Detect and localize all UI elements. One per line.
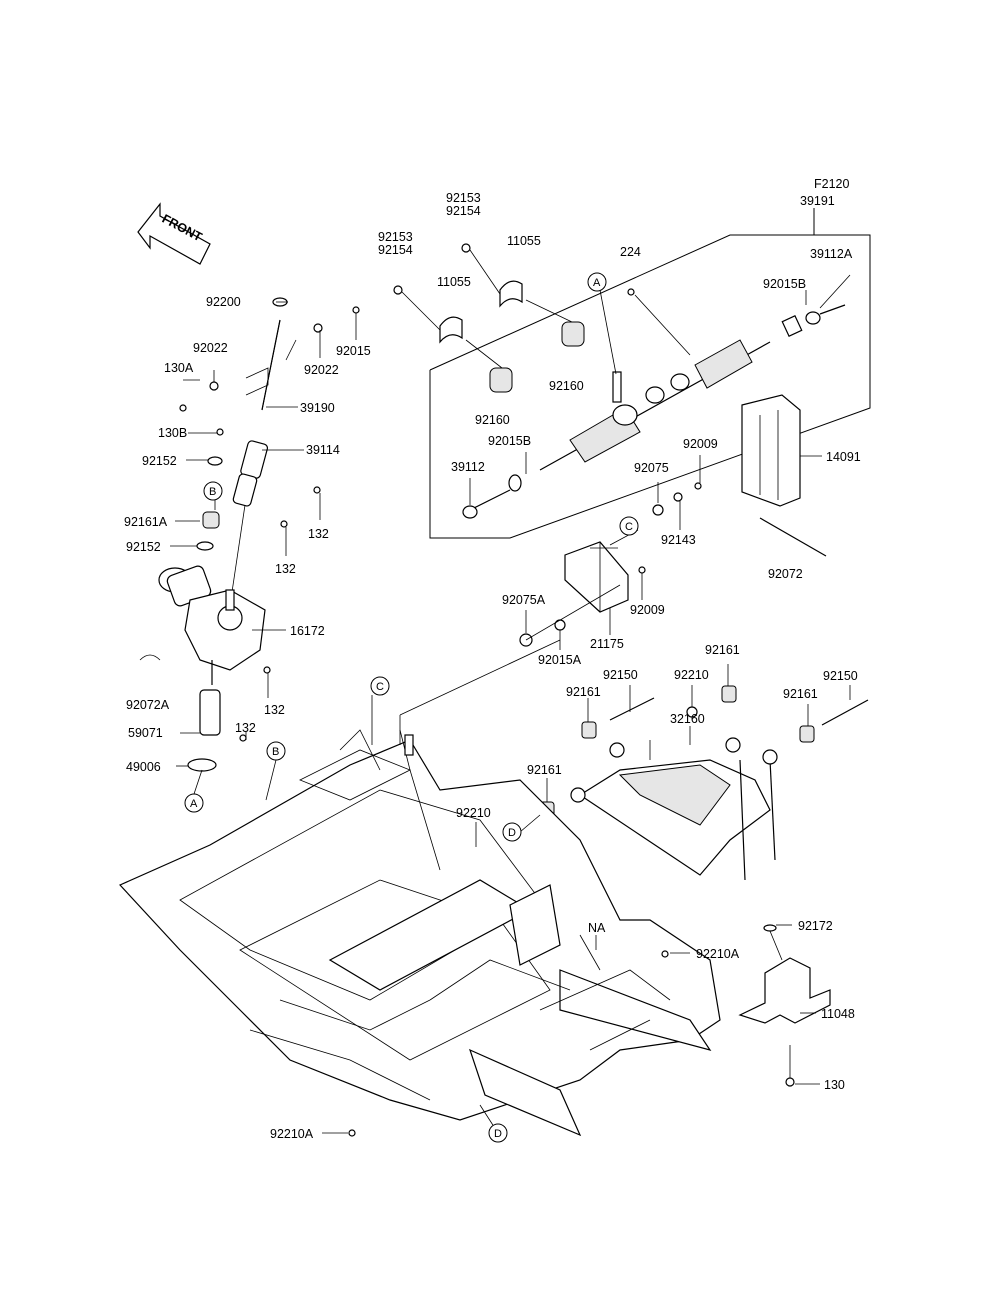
cable-tie-92072: [759, 517, 827, 557]
front-arrow-icon: FRONT: [137, 202, 211, 265]
part-92172: 92172: [798, 919, 833, 933]
part-92075A: 92075A: [502, 593, 546, 607]
part-92210A-right: 92210A: [696, 947, 740, 961]
part-92210-mid: 92210: [456, 806, 491, 820]
part-92015A: 92015A: [538, 653, 582, 667]
part-130A: 130A: [164, 361, 194, 375]
part-92150-right: 92150: [823, 669, 858, 683]
part-92015: 92015: [336, 344, 371, 358]
part-92153-top: 92153: [446, 191, 481, 205]
svg-text:B: B: [272, 746, 279, 758]
part-92154-left: 92154: [378, 243, 413, 257]
svg-text:D: D: [494, 1128, 502, 1140]
part-92009-bottom: 92009: [630, 603, 665, 617]
part-NA: NA: [588, 921, 606, 935]
part-39112: 39112: [451, 460, 485, 474]
part-14091: 14091: [826, 450, 861, 464]
part-39191: 39191: [800, 194, 835, 208]
part-92160-right: 92160: [549, 379, 584, 393]
part-92200: 92200: [206, 295, 241, 309]
part-92072: 92072: [768, 567, 803, 581]
part-92161-top: 92161: [705, 643, 740, 657]
part-92161-mid: 92161: [527, 763, 562, 777]
diagram-code: F2120: [814, 177, 849, 191]
bracket-11048: [738, 924, 831, 1087]
callout-b-frame: B: [266, 741, 286, 761]
callout-c-right: C: [619, 516, 639, 536]
part-132-c: 132: [264, 703, 285, 717]
part-92022-left: 92022: [193, 341, 228, 355]
part-49006: 49006: [126, 760, 161, 774]
callout-a-bottom: A: [184, 793, 204, 813]
part-92161A: 92161A: [124, 515, 168, 529]
part-92015B-left: 92015B: [488, 434, 531, 448]
svg-text:C: C: [376, 681, 384, 693]
part-92210-top: 92210: [674, 668, 709, 682]
part-39114: 39114: [306, 443, 340, 457]
part-92153-left: 92153: [378, 230, 413, 244]
part-132-d: 132: [235, 721, 256, 735]
part-92152-top: 92152: [142, 454, 177, 468]
part-132-b: 132: [275, 562, 296, 576]
frame-assembly: [118, 729, 721, 1137]
part-224: 224: [620, 245, 641, 259]
part-130: 130: [824, 1078, 845, 1092]
steering-rack-group: [393, 208, 871, 539]
part-92152-bottom: 92152: [126, 540, 161, 554]
part-92075: 92075: [634, 461, 669, 475]
ecu-21175: [519, 482, 702, 647]
part-59071: 59071: [128, 726, 163, 740]
part-130B: 130B: [158, 426, 187, 440]
callout-b: B: [203, 481, 223, 501]
part-11055-left: 11055: [437, 275, 471, 289]
part-92161-left: 92161: [566, 685, 601, 699]
svg-text:A: A: [190, 798, 198, 810]
part-92150-left: 92150: [603, 668, 638, 682]
callout-d-bottom: D: [488, 1123, 508, 1143]
part-92143: 92143: [661, 533, 696, 547]
steering-column-group: [139, 297, 360, 772]
part-92022-right: 92022: [304, 363, 339, 377]
part-132-a: 132: [308, 527, 329, 541]
part-92161-right: 92161: [783, 687, 818, 701]
part-92072A: 92072A: [126, 698, 170, 712]
callout-c-frame: C: [370, 676, 390, 696]
part-32160: 32160: [670, 712, 705, 726]
part-39190: 39190: [300, 401, 335, 415]
part-39112A: 39112A: [810, 247, 853, 261]
part-92009-top: 92009: [683, 437, 718, 451]
part-11048: 11048: [821, 1007, 855, 1021]
svg-text:B: B: [209, 486, 216, 498]
callout-d-right: D: [502, 822, 522, 842]
part-92015B-right: 92015B: [763, 277, 806, 291]
protector-14091: [741, 394, 822, 507]
part-labels: F2120 39191 92153 92154 92153 92154 1105…: [124, 177, 861, 1141]
svg-text:D: D: [508, 827, 516, 839]
part-92154-top: 92154: [446, 204, 481, 218]
part-92160-left: 92160: [475, 413, 510, 427]
part-92210A-bottom: 92210A: [270, 1127, 314, 1141]
leader-lines: [170, 274, 851, 1134]
svg-text:C: C: [625, 521, 633, 533]
part-21175: 21175: [590, 637, 624, 651]
callout-a-top: A: [587, 272, 607, 292]
svg-text:A: A: [593, 277, 601, 289]
part-11055-right: 11055: [507, 234, 541, 248]
part-16172: 16172: [290, 624, 325, 638]
